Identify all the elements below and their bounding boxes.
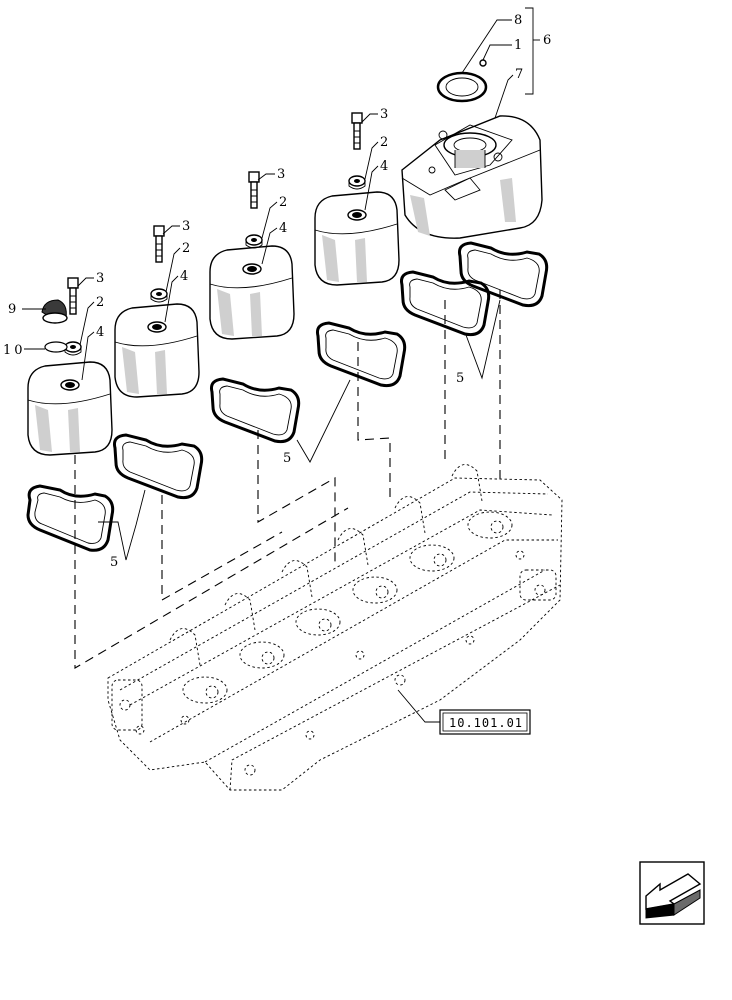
callout-3: 3 [277, 167, 285, 182]
callout-6: 6 [543, 33, 551, 48]
o-ring [44, 341, 68, 353]
reference-box[interactable]: 10.101.01 [439, 709, 531, 735]
cylinder-head [107, 464, 563, 791]
callout-5: 5 [110, 555, 118, 570]
callout-1: 1 [514, 38, 522, 53]
callout-3: 3 [380, 107, 388, 122]
oil-filler-cap [41, 299, 68, 324]
callout-4: 4 [180, 269, 188, 284]
callout-4: 4 [96, 325, 104, 340]
callout-3: 3 [182, 219, 190, 234]
washer-1 [64, 341, 82, 356]
callout-3: 3 [96, 271, 104, 286]
callout-2: 2 [96, 295, 104, 310]
arrow-left-down-icon[interactable] [639, 861, 705, 925]
reference-label: 10.101.01 [449, 716, 523, 730]
washer-2 [150, 288, 168, 303]
leader-lines [22, 7, 540, 723]
gasket-4 [316, 321, 407, 388]
rocker-cover-2 [114, 303, 200, 398]
callout-5: 5 [283, 451, 291, 466]
callout-4: 4 [279, 221, 287, 236]
bolt-group [67, 112, 363, 315]
gasket-3 [210, 377, 301, 444]
bolt-3 [248, 171, 260, 209]
washer-3 [245, 234, 263, 249]
bolt-4 [351, 112, 363, 150]
callout-7: 7 [515, 67, 523, 82]
callout-8: 8 [514, 13, 522, 28]
gasket-2 [113, 433, 204, 500]
washer-4 [348, 175, 366, 190]
rocker-cover-1 [27, 361, 113, 456]
bolt-2 [153, 225, 165, 263]
callout-4: 4 [380, 159, 388, 174]
callout-9: 9 [8, 302, 16, 317]
rocker-cover-3 [209, 245, 295, 340]
callout-2: 2 [182, 241, 190, 256]
breather-screw [479, 59, 487, 67]
callout-2: 2 [279, 195, 287, 210]
gasket-1 [26, 484, 115, 552]
callout-labels: 3 3 3 3 2 2 2 2 4 4 4 4 9 10 5 5 5 1 8 7… [3, 13, 551, 570]
callout-2: 2 [380, 135, 388, 150]
assembly-lines [74, 290, 501, 669]
gasket-6 [458, 241, 549, 308]
rocker-cover-breather [401, 115, 543, 239]
rocker-cover-4 [314, 191, 400, 286]
breather-gasket [436, 71, 488, 103]
bolt-1 [67, 277, 79, 315]
gasket-group [26, 241, 549, 552]
callout-5: 5 [456, 371, 464, 386]
callout-10: 10 [3, 343, 26, 358]
rocker-cover-group [27, 115, 543, 456]
